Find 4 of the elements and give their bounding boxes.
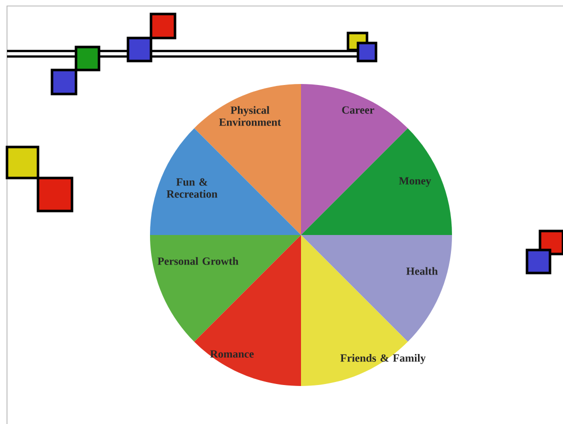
pie-slice: Fun & Recreation	[150, 128, 301, 235]
pie-slice: Personal Growth	[150, 235, 301, 342]
pie-slice: Money	[301, 128, 452, 235]
pie-slice: Health	[301, 235, 452, 342]
